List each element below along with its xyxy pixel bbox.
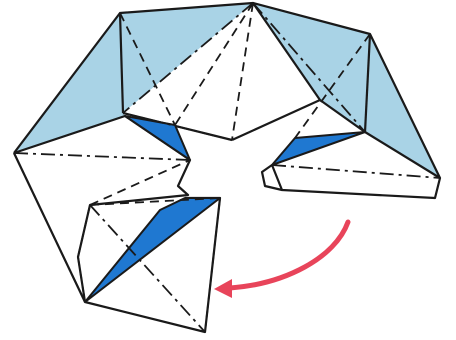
mountain-fold-5 — [272, 165, 440, 178]
mountain-fold-8 — [205, 198, 220, 332]
right-tab-edge — [272, 165, 282, 190]
fold-arrow — [214, 222, 348, 298]
fold-arrow-shaft — [230, 222, 348, 288]
inner-edge — [14, 116, 220, 332]
fold-arrow-head — [214, 279, 232, 298]
band-inner-edge-right — [232, 100, 320, 140]
flap-upper-left — [125, 116, 190, 160]
band-panel-top-left — [120, 3, 253, 113]
valley-fold-2 — [232, 3, 253, 140]
valley-fold-5 — [90, 160, 190, 205]
flap-lower — [85, 198, 220, 302]
flap-upper-right — [272, 132, 365, 165]
dark-blue-flaps — [85, 116, 365, 302]
light-blue-band — [14, 3, 440, 178]
mountain-fold-1 — [14, 153, 190, 160]
